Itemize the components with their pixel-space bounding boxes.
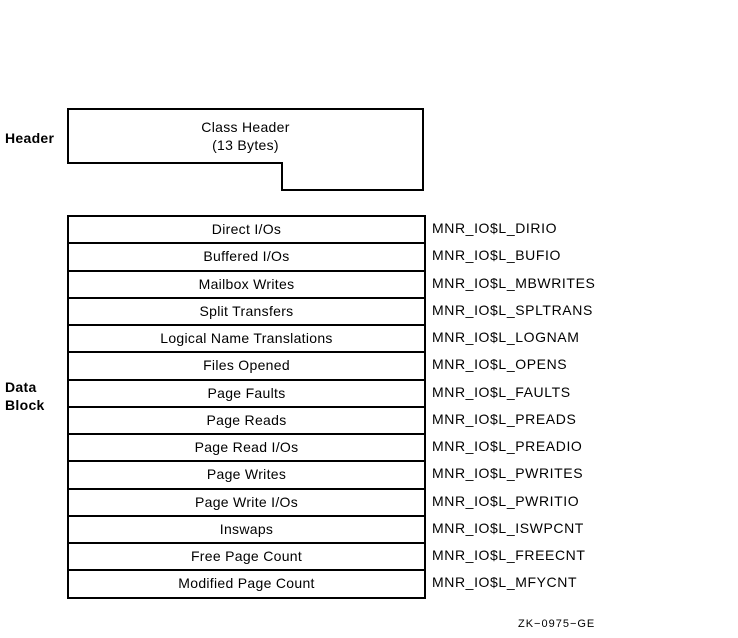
field-symbol: MNR_IO$L_PWRITES (432, 465, 584, 482)
field-symbol: MNR_IO$L_SPLTRANS (432, 301, 593, 318)
field-symbol: MNR_IO$L_OPENS (432, 356, 568, 373)
data-block-label-line1: Data (5, 379, 37, 395)
field-symbol: MNR_IO$L_MFYCNT (432, 574, 578, 591)
field-row: Free Page Count (69, 544, 424, 572)
field-row: Page Reads (69, 408, 424, 435)
field-row: Split Transfers (69, 299, 424, 326)
field-symbol: MNR_IO$L_PREADIO (432, 438, 583, 454)
field-row: Page Read I/Os (69, 435, 424, 463)
field-symbol: MNR_IO$L_BUFIO (432, 247, 561, 264)
field-symbol: MNR_IO$L_ISWPCNT (432, 519, 584, 536)
field-row: Mailbox Writes (69, 272, 424, 299)
figure-id: ZK−0975−GE (518, 618, 596, 630)
header-label: Header (5, 130, 55, 146)
field-symbol: MNR_IO$L_PREADS (432, 410, 577, 427)
field-row: Inswaps (69, 517, 424, 544)
field-row: Page Write I/Os (69, 490, 424, 517)
class-header-size: (13 Bytes) (212, 137, 279, 153)
data-block-label: Data Block (5, 378, 45, 414)
field-row: Page Faults (69, 381, 424, 408)
field-row: Page Writes (69, 462, 424, 490)
field-symbol: MNR_IO$L_FREECNT (432, 547, 586, 563)
symbol-column: MNR_IO$L_DIRIO MNR_IO$L_BUFIO MNR_IO$L_MBW… (432, 215, 595, 597)
field-symbol: MNR_IO$L_MBWRITES (432, 274, 596, 291)
data-block-label-line2: Block (5, 397, 45, 413)
class-header-title: Class Header (201, 119, 290, 135)
field-row: Modified Page Count (69, 571, 424, 599)
field-row: Buffered I/Os (69, 244, 424, 272)
field-row: Direct I/Os (69, 217, 424, 245)
field-symbol: MNR_IO$L_DIRIO (432, 220, 558, 236)
field-symbol: MNR_IO$L_FAULTS (432, 383, 571, 400)
field-row: Files Opened (69, 353, 424, 381)
field-row: Logical Name Translations (69, 326, 424, 354)
field-symbol: MNR_IO$L_PWRITIO (432, 492, 580, 509)
field-symbol: MNR_IO$L_LOGNAM (432, 329, 580, 345)
